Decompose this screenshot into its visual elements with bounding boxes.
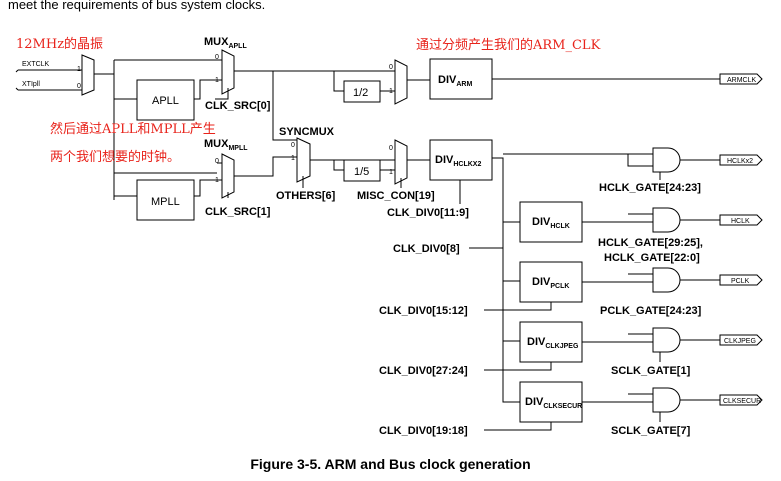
sclk-gate-1-label: SCLK_GATE[1] xyxy=(611,365,691,377)
clk-div0-15-12-label: CLK_DIV0[15:12] xyxy=(379,305,468,317)
armclk-label: ARMCLK xyxy=(727,77,757,84)
hclk-mux-pin1: 1 xyxy=(389,169,393,176)
figure-caption: Figure 3-5. ARM and Bus clock generation xyxy=(250,456,531,472)
arm-mux-pin0: 0 xyxy=(389,64,393,71)
hclk-mux-out xyxy=(400,159,430,188)
fifth-label: 1/5 xyxy=(354,166,369,178)
mux-in-wires xyxy=(68,69,82,91)
mux-mpll-wires xyxy=(217,162,229,198)
osc-bus xyxy=(94,73,115,200)
div-hclkx2-block xyxy=(429,139,493,181)
clkjpeg-port xyxy=(719,334,763,346)
div-pclk-block xyxy=(519,261,583,303)
pll-annotation-line1: 然后通过APLL和MPLL产生 xyxy=(50,121,216,137)
syncmux-label: SYNCMUX xyxy=(279,126,335,138)
arm-mux-pin1: 1 xyxy=(389,88,393,95)
xtipll-label: XTIpll xyxy=(22,81,40,88)
mpll-block xyxy=(136,179,195,221)
syncmux xyxy=(296,137,311,183)
clkjpeg-gate-in xyxy=(582,333,653,343)
hclk-gate-22-0-label: HCLK_GATE[22:0] xyxy=(604,252,700,264)
mux-apll-label: MUXAPLL xyxy=(204,36,247,50)
clkjpeg-gate xyxy=(652,327,681,353)
osc-mux xyxy=(81,54,95,96)
hclk-gate-29-25-label: HCLK_GATE[29:25], xyxy=(598,237,703,249)
apll-label: APLL xyxy=(152,95,179,107)
clksecur-gate xyxy=(652,387,681,413)
clk-div0-27-24-wire xyxy=(484,362,552,371)
sclk-gate-7-label: SCLK_GATE[7] xyxy=(611,425,691,437)
div-hclk-label: DIVHCLK xyxy=(532,216,570,230)
apll-out xyxy=(194,79,217,100)
clk-div0-27-24-label: CLK_DIV0[27:24] xyxy=(379,365,468,377)
hclkx2-port xyxy=(719,154,763,166)
mpll-bus xyxy=(234,156,297,177)
div-clkjpeg-label: DIVCLKJPEG xyxy=(527,336,579,350)
armclk-port xyxy=(719,73,763,85)
clk-div0-15-12-wire xyxy=(484,302,552,311)
hclk-gate xyxy=(652,207,681,233)
clk-div0-19-18-label: CLK_DIV0[19:18] xyxy=(379,425,468,437)
pclk-port xyxy=(719,274,763,286)
clksecur-gate-in xyxy=(582,393,653,403)
clksecur-port xyxy=(719,394,763,406)
fifth-in xyxy=(333,160,344,171)
clk-div0-8-label: CLK_DIV0[8] xyxy=(393,243,460,255)
osc-mux-pin0: 0 xyxy=(77,83,81,90)
hclkx2-gate xyxy=(652,147,681,173)
div-clkjpeg-block xyxy=(519,321,583,363)
half-in xyxy=(333,71,344,92)
osc-fanout xyxy=(113,59,217,197)
apll-block xyxy=(136,79,195,121)
hclk-out-label: HCLK xyxy=(731,218,750,225)
extclk-label: EXTCLK xyxy=(22,61,50,68)
div-hclkx2-label: DIVHCLKX2 xyxy=(435,154,481,168)
mux-apll-wires xyxy=(215,59,229,100)
arm-mux xyxy=(394,59,408,105)
hclkx2-bus xyxy=(492,157,520,403)
syncmux-in0 xyxy=(272,71,297,141)
div-clksecur-label: DIVCLKSECUR xyxy=(525,396,582,410)
mux-mpll-label: MUXMPLL xyxy=(204,138,248,152)
clksecur-out-label: CLKSECUR xyxy=(723,398,761,405)
div-arm-label: DIVARM xyxy=(438,74,472,88)
hclk-port xyxy=(719,214,763,226)
mux-mpll xyxy=(221,153,235,199)
pclk-out-label: PCLK xyxy=(731,278,750,285)
half-label: 1/2 xyxy=(353,87,368,99)
clk-src1-label: CLK_SRC[1] xyxy=(205,206,271,218)
syncmux-pin0: 0 xyxy=(291,142,295,149)
hclk-gate-24-23-label: HCLK_GATE[24:23] xyxy=(599,182,701,194)
clkjpeg-out-label: CLKJPEG xyxy=(724,338,756,345)
hclk-gate-in xyxy=(582,213,653,223)
mpll-label: MPLL xyxy=(151,196,180,208)
clk-div0-11-9-label: CLK_DIV0[11:9] xyxy=(387,207,469,219)
hclkx2-branches xyxy=(503,221,520,342)
input-section: EXTCLK XTIpll 1 0 xyxy=(15,54,217,200)
clk-src0-label: CLK_SRC[0] xyxy=(205,100,271,112)
hclkx2-out-label: HCLKx2 xyxy=(727,158,753,165)
div-hclk-block xyxy=(519,201,583,243)
pclk-gate-24-23-label: PCLK_GATE[24:23] xyxy=(600,305,702,317)
hclk-mux-pin0: 0 xyxy=(389,145,393,152)
mux-mpll-pin0: 0 xyxy=(215,158,219,165)
intro-text: meet the requirements of bus system cloc… xyxy=(8,0,266,12)
pll-annotation-line2: 两个我们想要的时钟。 xyxy=(50,149,180,165)
mux-apll-pin0: 0 xyxy=(215,54,219,61)
pclk-gate xyxy=(652,267,681,293)
pclk-gate-in xyxy=(582,273,653,283)
div-pclk-label: DIVPCLK xyxy=(532,276,569,290)
arm-clk-annotation: 通过分频产生我们的ARM_CLK xyxy=(416,37,601,53)
hclk-mux xyxy=(394,139,408,185)
input-wires xyxy=(15,69,68,91)
misc-con19-label: MISC_CON[19] xyxy=(357,190,435,202)
mux-apll xyxy=(221,49,235,95)
mpll-out xyxy=(194,179,217,197)
hclkx2-gate-in xyxy=(503,153,653,167)
others6-label: OTHERS[6] xyxy=(276,190,336,202)
clk-div0-19-18-wire xyxy=(484,422,552,431)
syncmux-pin1: 1 xyxy=(291,155,295,162)
crystal-annotation: 12MHz的晶振 xyxy=(16,36,103,52)
